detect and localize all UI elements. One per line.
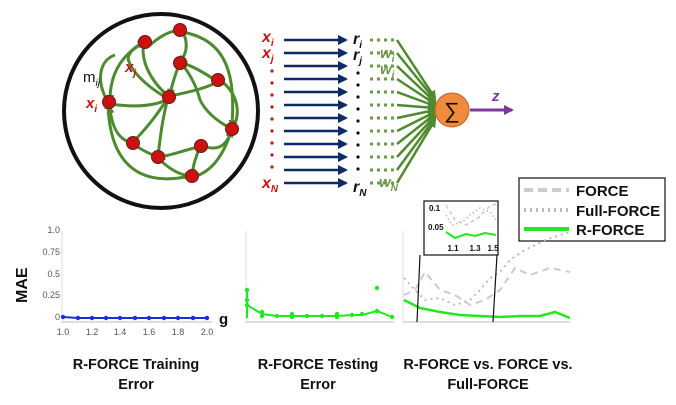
neuron-node [126, 136, 140, 150]
recurrent-network: mij xi xj [62, 12, 260, 210]
plot1-title-line1: R-FORCE Training [73, 357, 199, 373]
legend-label-rforce: R-FORCE [576, 222, 644, 239]
network-boundary [62, 12, 260, 210]
rate-rj-label: rj [353, 47, 362, 67]
plot3-title-line2: Full-FORCE [447, 377, 529, 393]
inset-box [423, 200, 499, 256]
rate-ri-label: ri [353, 31, 362, 51]
sum-symbol: ∑ [444, 98, 460, 123]
inset-x-ticks: 1.1 1.3 1.5 [447, 244, 499, 253]
neuron-node [151, 150, 165, 164]
x-tick: 1.4 [114, 327, 127, 337]
legend-label-fullforce: Full-FORCE [576, 203, 660, 220]
neuron-node [225, 122, 239, 136]
testing-error-points [244, 285, 395, 320]
x-tick: 2.0 [201, 327, 214, 337]
rate-labels: ri rj rN [353, 31, 367, 199]
y-axis-label: MAE [14, 267, 31, 303]
neuron-node [194, 139, 208, 153]
neuron-node [185, 169, 199, 183]
rate-arrows [284, 35, 348, 188]
inset-connector-right [492, 254, 498, 323]
inset-fullforce-line [445, 207, 497, 226]
readout-node: ∑ z [434, 88, 514, 128]
plot-titles: R-FORCE Training Error R-FORCE Testing E… [73, 357, 573, 393]
x-tick: 1.0 [57, 327, 70, 337]
summation-node [434, 92, 470, 128]
training-error-points [60, 314, 210, 321]
neuron-node [211, 73, 225, 87]
plot-testing-error [244, 231, 395, 323]
weight-mij-label: mij [83, 69, 101, 89]
y-tick-labels: 1.0 0.75 0.5 0.25 0 [42, 225, 60, 322]
x-tick: 1.6 [143, 327, 156, 337]
neuron-node [173, 23, 187, 37]
input-ellipsis-dots [270, 69, 274, 169]
weight-arrows [395, 39, 437, 184]
inset-rforce-line [445, 231, 497, 240]
y-tick: 1.0 [47, 225, 60, 235]
plot2-title-line2: Error [300, 377, 336, 393]
input-labels: xi xj xN [261, 29, 279, 195]
weight-wi-label: wi [380, 45, 395, 65]
plot1-title-line2: Error [118, 377, 154, 393]
legend-label-force: FORCE [576, 183, 629, 200]
neuron-node [162, 90, 176, 104]
inset-y-ticks: 0.1 0.05 [428, 204, 444, 232]
inset-x-tick: 1.1 [447, 244, 459, 253]
weight-wN-label: wN [379, 174, 399, 194]
inset-force-line [445, 203, 497, 226]
x-axis-label: g [219, 311, 228, 328]
neuron-xi-label: xi [85, 95, 97, 115]
plot-training-error: MAE 1.0 0.75 0.5 0.25 0 1.0 1.2 1.4 1.6 … [14, 225, 228, 337]
x-tick: 1.2 [86, 327, 99, 337]
rate-rN-label: rN [353, 179, 367, 199]
input-xi-label: xi [261, 29, 274, 49]
inset-connector-left [416, 254, 421, 323]
neuron-node [102, 95, 116, 109]
rforce-line [403, 298, 571, 320]
testing-error-line [246, 304, 393, 318]
weight-wj-label: wj [380, 61, 395, 81]
weight-labels: wi wj wN [379, 45, 399, 194]
inset-x-tick: 1.5 [487, 244, 499, 253]
output-z-label: z [491, 88, 500, 105]
recurrent-connections [99, 25, 239, 181]
neuron-node [173, 56, 187, 70]
plot2-title-line1: R-FORCE Testing [258, 357, 379, 373]
neuron-node [138, 35, 152, 49]
inset-x-tick: 1.3 [469, 244, 481, 253]
plot3-title-line1: R-FORCE vs. FORCE vs. [403, 357, 572, 373]
input-xN-label: xN [261, 175, 279, 195]
legend: FORCE Full-FORCE R-FORCE [518, 177, 666, 242]
x-tick: 1.8 [172, 327, 185, 337]
plot-comparison: 0.1 0.05 1.1 1.3 1.5 [402, 200, 571, 323]
inset-y-tick: 0.05 [428, 223, 444, 232]
fullforce-line [403, 231, 571, 307]
inset-y-tick: 0.1 [429, 204, 441, 213]
y-tick: 0 [55, 312, 60, 322]
input-xj-label: xj [261, 45, 274, 65]
force-line [403, 266, 571, 307]
neuron-nodes [102, 23, 239, 183]
y-tick: 0.25 [42, 290, 60, 300]
rate-ellipsis-dots [356, 71, 360, 171]
y-tick: 0.75 [42, 247, 60, 257]
neuron-xj-label: xj [124, 59, 136, 79]
x-tick-labels: 1.0 1.2 1.4 1.6 1.8 2.0 [57, 327, 214, 337]
y-tick: 0.5 [47, 269, 60, 279]
